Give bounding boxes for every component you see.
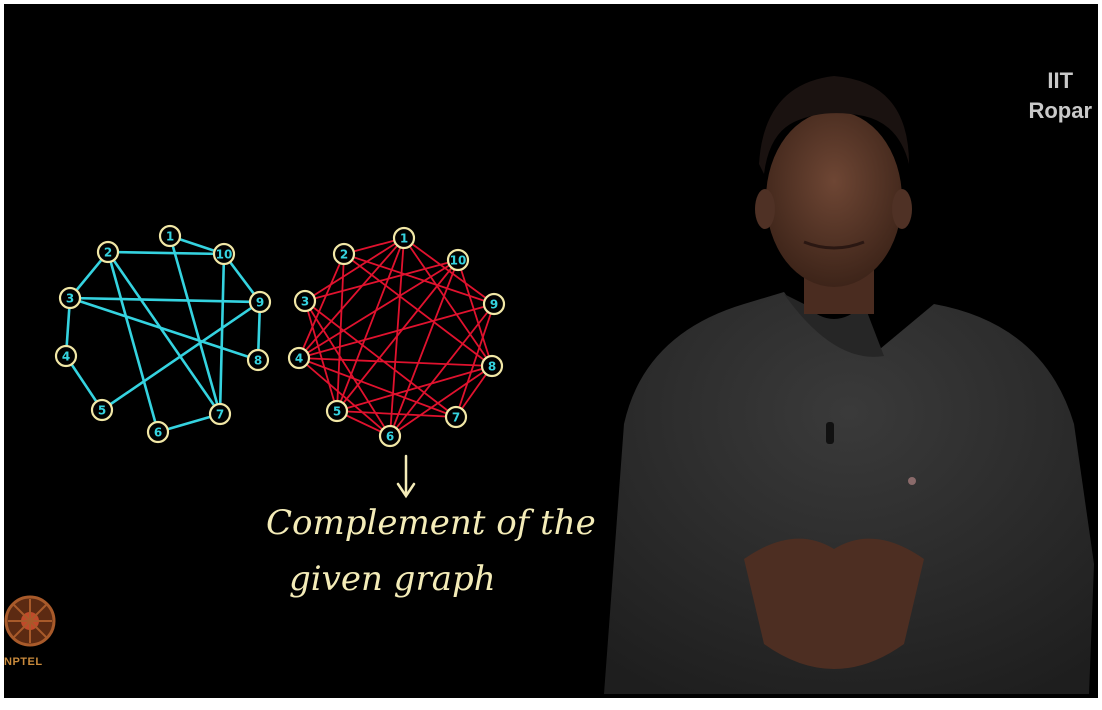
node-2-circle — [96, 240, 120, 264]
edge-6-9 — [389, 303, 495, 437]
node-7-circle — [444, 405, 468, 429]
node-4-label: 4 — [295, 352, 303, 366]
node-3-circle — [293, 289, 317, 313]
edge-3-9 — [68, 296, 262, 304]
edge-2-9 — [343, 253, 495, 305]
watermark-line-1: IIT — [1047, 68, 1074, 93]
node-3-circle — [58, 286, 82, 310]
node-4-circle — [287, 346, 311, 370]
edge-3-5 — [304, 300, 338, 412]
node-8-circle — [480, 354, 504, 378]
node-10-label: 10 — [216, 248, 233, 262]
caption-line-1: Complement of the — [266, 503, 596, 543]
node-8-label: 8 — [254, 354, 262, 368]
nptel-logo-text: NPTEL — [4, 656, 43, 668]
presenter — [604, 76, 1094, 694]
edge-2-6 — [106, 250, 160, 434]
node-5-label: 5 — [333, 405, 341, 419]
node-2-label: 2 — [340, 248, 348, 262]
edge-3-8 — [68, 296, 260, 362]
node-6-label: 6 — [386, 430, 394, 444]
node-9-circle — [482, 292, 506, 316]
node-3-label: 3 — [301, 295, 309, 309]
edge-1-5 — [336, 237, 405, 412]
node-7-circle — [208, 402, 232, 426]
node-5-circle — [90, 398, 114, 422]
chalkboard: 1 2 3 4 5 6 7 8 9 10 1 2 3 4 5 6 7 8 9 10 Complement of th… — [4, 76, 1094, 694]
node-1-label: 1 — [400, 232, 408, 246]
node-1-circle — [158, 224, 182, 248]
node-10-label: 10 — [450, 254, 467, 268]
edge-6-8 — [389, 365, 493, 437]
node-9-circle — [248, 290, 272, 314]
node-10-circle — [212, 242, 236, 266]
video-frame: 1 2 3 4 5 6 7 8 9 10 1 2 3 4 5 6 7 8 9 10 Complement of th… — [4, 4, 1098, 698]
edge-2-7 — [106, 250, 222, 416]
node-4-circle — [54, 344, 78, 368]
node-1-circle — [392, 226, 416, 250]
down-arrow-icon — [396, 454, 416, 499]
edge-2-10 — [106, 250, 226, 256]
edge-1-7 — [168, 234, 222, 416]
node-3-label: 3 — [66, 292, 74, 306]
edge-2-4 — [298, 253, 345, 359]
edge-4-9 — [298, 303, 495, 359]
edge-4-10 — [298, 259, 459, 359]
node-6-label: 6 — [154, 426, 162, 440]
edge-4-6 — [298, 357, 391, 437]
edge-8-10 — [457, 259, 493, 367]
edge-4-7 — [298, 357, 457, 418]
iit-ropar-watermark: IIT Ropar — [1028, 66, 1092, 126]
node-8-circle — [246, 348, 270, 372]
node-7-label: 7 — [452, 411, 460, 425]
edge-5-9 — [100, 300, 262, 412]
nptel-logo-icon — [4, 595, 56, 647]
edge-1-8 — [403, 237, 493, 367]
node-2-circle — [332, 242, 356, 266]
edge-5-10 — [336, 259, 459, 412]
node-6-circle — [378, 424, 402, 448]
given-graph: 1 2 3 4 5 6 7 8 9 10 — [54, 224, 272, 444]
node-10-circle — [446, 248, 470, 272]
node-2-label: 2 — [104, 246, 112, 260]
node-8-label: 8 — [488, 360, 496, 374]
node-5-label: 5 — [98, 404, 106, 418]
edge-7-10 — [218, 252, 226, 416]
node-6-circle — [146, 420, 170, 444]
node-1-label: 1 — [166, 230, 174, 244]
edge-6-10 — [389, 259, 459, 437]
edge-1-3 — [304, 237, 405, 302]
edge-4-8 — [298, 357, 493, 367]
edge-7-9 — [455, 303, 495, 418]
edge-5-7 — [336, 410, 457, 418]
node-5-circle — [325, 399, 349, 423]
complement-graph: 1 2 3 4 5 6 7 8 9 10 — [287, 226, 506, 448]
edge-3-7 — [304, 300, 457, 418]
caption-line-2: given graph — [289, 559, 496, 599]
edge-5-8 — [336, 365, 493, 412]
node-7-label: 7 — [216, 408, 224, 422]
node-9-label: 9 — [490, 298, 498, 312]
node-9-label: 9 — [256, 296, 264, 310]
node-4-label: 4 — [62, 350, 70, 364]
edge-3-10 — [304, 259, 459, 302]
watermark-line-2: Ropar — [1028, 98, 1092, 123]
